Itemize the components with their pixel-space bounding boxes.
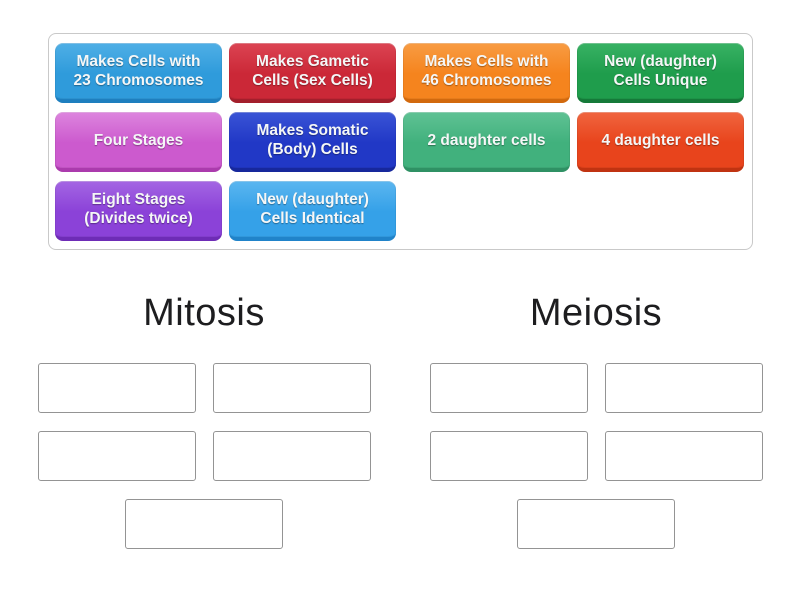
group-title-mitosis: Mitosis (143, 292, 265, 334)
tile-2-daughter-cells[interactable]: 2 daughter cells (403, 112, 570, 172)
mitosis-slot-2[interactable] (212, 363, 371, 413)
mitosis-slot-5[interactable] (125, 499, 283, 549)
mitosis-slot-3[interactable] (37, 431, 196, 481)
tile-makes-somatic-body-cells[interactable]: Makes Somatic (Body) Cells (229, 112, 396, 172)
tile-makes-cells-with-23-chromosomes[interactable]: Makes Cells with 23 Chromosomes (55, 43, 222, 103)
tile-new-daughter-cells-unique[interactable]: New (daughter) Cells Unique (577, 43, 744, 103)
meiosis-slot-3[interactable] (429, 431, 588, 481)
mitosis-slots (37, 363, 371, 549)
tile-4-daughter-cells[interactable]: 4 daughter cells (577, 112, 744, 172)
meiosis-slot-4[interactable] (604, 431, 763, 481)
group-mitosis: Mitosis (37, 290, 371, 549)
meiosis-slots (429, 363, 763, 549)
meiosis-slot-2[interactable] (604, 363, 763, 413)
group-title-meiosis: Meiosis (529, 292, 663, 334)
tile-four-stages[interactable]: Four Stages (55, 112, 222, 172)
meiosis-slot-1[interactable] (429, 363, 588, 413)
tile-eight-stages-divides-twice[interactable]: Eight Stages (Divides twice) (55, 181, 222, 241)
tile-makes-cells-with-46-chromosomes[interactable]: Makes Cells with 46 Chromosomes (403, 43, 570, 103)
mitosis-slot-1[interactable] (37, 363, 196, 413)
group-meiosis: Meiosis (429, 290, 763, 549)
tile-pool: Makes Cells with 23 Chromosomes Makes Ga… (48, 33, 753, 250)
meiosis-slot-5[interactable] (517, 499, 675, 549)
tile-makes-gametic-cells[interactable]: Makes Gametic Cells (Sex Cells) (229, 43, 396, 103)
mitosis-slot-4[interactable] (212, 431, 371, 481)
tile-new-daughter-cells-identical[interactable]: New (daughter) Cells Identical (229, 181, 396, 241)
